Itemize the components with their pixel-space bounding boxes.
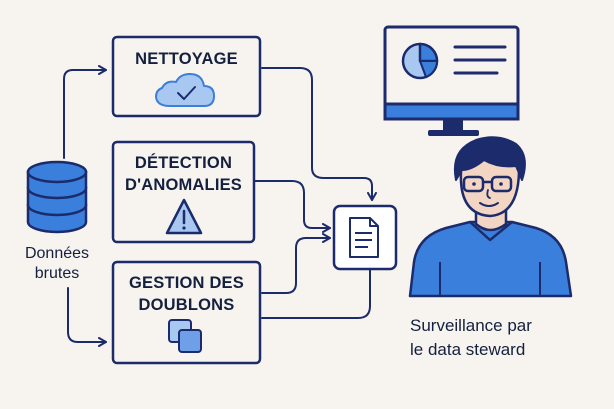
arrow-anomalies-to-report <box>253 180 331 233</box>
source-label-line2: brutes <box>34 265 80 282</box>
arrow-source-to-nettoyage <box>63 65 107 159</box>
arrow-source-to-doublons <box>67 287 107 347</box>
database-icon <box>26 160 88 234</box>
steward-label-line1: Surveillance par <box>410 316 532 335</box>
step-title-detection: DÉTECTION D'ANOMALIES <box>113 152 254 196</box>
step-title-line1: DÉTECTION <box>134 154 233 172</box>
step-title-nettoyage: NETTOYAGE <box>113 48 260 70</box>
step-title-line1: GESTION DES <box>129 274 244 292</box>
arrow-nettoyage-to-report <box>261 67 377 201</box>
document-icon <box>332 204 398 271</box>
source-label: Données brutes <box>12 244 102 284</box>
step-title-line1: NETTOYAGE <box>135 50 238 68</box>
steward-label: Surveillance par le data steward <box>410 314 610 362</box>
steward-label-line2: le data steward <box>410 340 526 359</box>
step-title-line2: D'ANOMALIES <box>124 176 243 194</box>
step-title-doublons: GESTION DES DOUBLONS <box>113 272 260 316</box>
step-title-line2: DOUBLONS <box>138 296 235 314</box>
line-report-to-bottom <box>261 269 371 319</box>
pie-chart-dashboard-icon <box>383 25 520 136</box>
arrow-doublons-to-report <box>261 233 331 294</box>
duplicate-squares-icon <box>168 319 202 353</box>
warning-triangle-icon <box>165 198 203 235</box>
cloud-check-icon <box>155 73 215 107</box>
person-avatar-icon <box>408 136 573 298</box>
box-detection-anomalies <box>111 140 256 244</box>
box-gestion-doublons <box>111 260 262 365</box>
source-label-line1: Données <box>24 245 90 262</box>
